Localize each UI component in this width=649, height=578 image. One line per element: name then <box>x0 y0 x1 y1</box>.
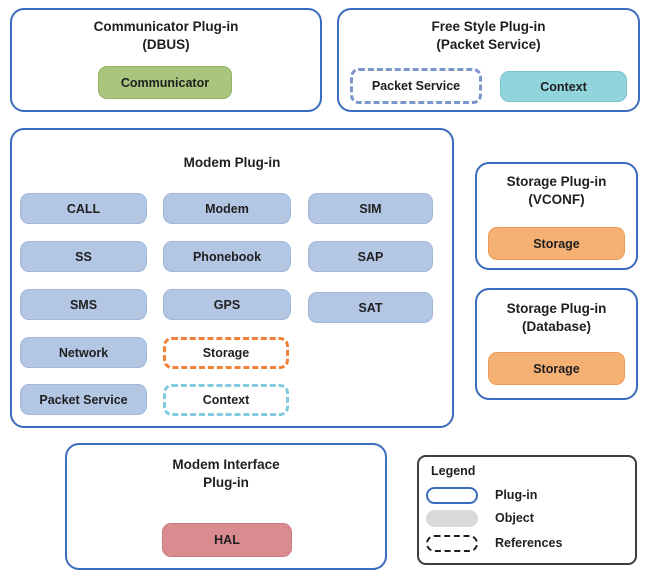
legend-object-swatch-icon <box>426 510 478 527</box>
storage-vconf-plugin-box: Storage Plug-in (VCONF) Storage <box>475 162 638 270</box>
object-sap: SAP <box>308 241 433 272</box>
legend-references-swatch-icon <box>426 535 478 552</box>
object-storage-db: Storage <box>488 352 625 385</box>
object-context: Context <box>500 71 627 102</box>
communicator-plugin-title-line1: Communicator Plug-in <box>93 19 239 34</box>
reference-storage: Storage <box>163 337 289 369</box>
communicator-plugin-title-line2: (DBUS) <box>142 36 190 52</box>
communicator-plugin-title: Communicator Plug-in (DBUS) <box>12 18 320 53</box>
communicator-plugin-box: Communicator Plug-in (DBUS) Communicator <box>10 8 322 112</box>
modem-plugin-title: Modem Plug-in <box>183 155 281 170</box>
reference-packet-service: Packet Service <box>350 68 482 104</box>
object-network: Network <box>20 337 147 368</box>
object-storage-vconf: Storage <box>488 227 625 260</box>
modem-interface-plugin-box: Modem Interface Plug-in HAL <box>65 443 387 570</box>
object-modem: Modem <box>163 193 291 224</box>
object-packet-service: Packet Service <box>20 384 147 415</box>
object-sim: SIM <box>308 193 433 224</box>
object-hal: HAL <box>162 523 292 557</box>
freestyle-plugin-title-line2: (Packet Service) <box>436 36 541 52</box>
storage-db-title-line2: (Database) <box>521 318 592 334</box>
legend-plugin-swatch-icon <box>426 487 478 504</box>
legend-label-references: References <box>495 536 563 550</box>
object-gps: GPS <box>163 289 291 320</box>
object-communicator: Communicator <box>98 66 232 99</box>
storage-vconf-title-line2: (VCONF) <box>528 191 585 207</box>
legend-label-plugin: Plug-in <box>495 488 538 502</box>
object-sat: SAT <box>308 292 433 323</box>
modem-interface-title-line1: Modem Interface <box>172 457 280 472</box>
freestyle-plugin-title: Free Style Plug-in (Packet Service) <box>339 18 638 53</box>
storage-db-plugin-title: Storage Plug-in (Database) <box>477 300 636 335</box>
modem-interface-plugin-title: Modem Interface Plug-in <box>67 456 385 491</box>
storage-vconf-plugin-title: Storage Plug-in (VCONF) <box>477 173 636 208</box>
storage-db-plugin-box: Storage Plug-in (Database) Storage <box>475 288 638 400</box>
object-ss: SS <box>20 241 147 272</box>
storage-db-title-line1: Storage Plug-in <box>506 301 607 316</box>
freestyle-plugin-box: Free Style Plug-in (Packet Service) Pack… <box>337 8 640 112</box>
modem-plugin-box: Modem Plug-in CALL Modem SIM SS Phoneboo… <box>10 128 454 428</box>
modem-interface-title-line2: Plug-in <box>203 474 249 490</box>
object-call: CALL <box>20 193 147 224</box>
legend-label-object: Object <box>495 511 534 525</box>
legend-box: Legend Plug-in Object References <box>417 455 637 565</box>
object-sms: SMS <box>20 289 147 320</box>
object-phonebook: Phonebook <box>163 241 291 272</box>
reference-context: Context <box>163 384 289 416</box>
freestyle-plugin-title-line1: Free Style Plug-in <box>431 19 546 34</box>
storage-vconf-title-line1: Storage Plug-in <box>506 174 607 189</box>
legend-title: Legend <box>431 464 476 478</box>
